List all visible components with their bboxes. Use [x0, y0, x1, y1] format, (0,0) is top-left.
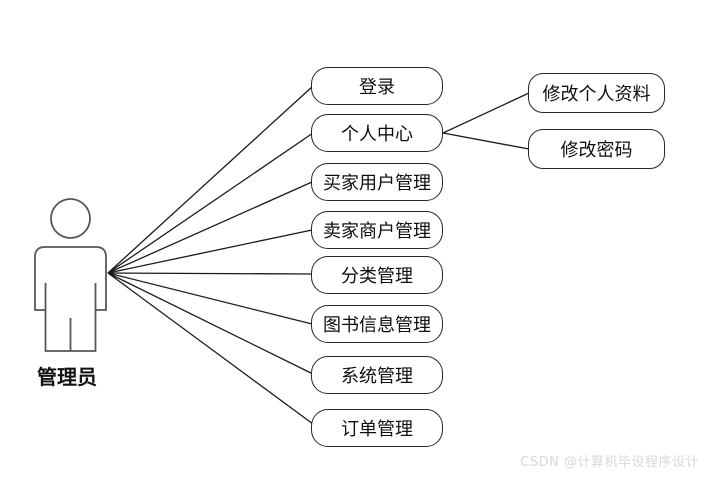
usecase-label: 订单管理 [341, 419, 413, 440]
connector-personal-center [107, 132, 314, 274]
usecase-system-mgmt: 系统管理 [311, 356, 443, 394]
usecase-label: 修改密码 [560, 140, 633, 161]
connector-login [107, 85, 314, 274]
connector-order-mgmt [107, 272, 314, 425]
actor-body [34, 246, 107, 352]
usecase-category-mgmt: 分类管理 [311, 256, 443, 294]
connector-system-mgmt [107, 272, 314, 375]
usecase-label: 登录 [359, 77, 395, 98]
usecase-label: 买家用户管理 [323, 173, 431, 194]
watermark: CSDN @计算机毕设程序设计 [520, 455, 699, 470]
actor-connectors [107, 85, 314, 425]
sub-connectors [442, 92, 530, 150]
usecase-edit-password: 修改密码 [528, 129, 665, 169]
actor-label: 管理员 [37, 365, 97, 389]
connector-edit-profile [442, 92, 530, 134]
usecase-seller-merchant-mgmt: 卖家商户管理 [311, 211, 443, 249]
connector-buyer-user-mgmt [107, 181, 313, 274]
connector-category-mgmt [107, 272, 314, 275]
usecase-buyer-user-mgmt: 买家用户管理 [311, 163, 443, 201]
actor-head [50, 198, 91, 239]
usecase-label: 分类管理 [341, 266, 413, 287]
connector-book-info-mgmt [107, 272, 313, 325]
usecase-book-info-mgmt: 图书信息管理 [311, 305, 443, 343]
connector-edit-password [442, 132, 530, 150]
actor-icon [34, 198, 107, 352]
usecase-label: 卖家商户管理 [323, 221, 431, 242]
usecase-order-mgmt: 订单管理 [311, 409, 443, 447]
usecase-label: 系统管理 [341, 366, 413, 387]
usecase-label: 个人中心 [341, 124, 413, 145]
usecase-label: 修改个人资料 [542, 84, 651, 105]
usecase-personal-center: 个人中心 [311, 114, 443, 152]
connector-seller-merchant-mgmt [107, 229, 313, 274]
usecase-label: 图书信息管理 [323, 315, 431, 336]
usecase-edit-profile: 修改个人资料 [528, 73, 665, 113]
usecase-login: 登录 [311, 67, 443, 105]
